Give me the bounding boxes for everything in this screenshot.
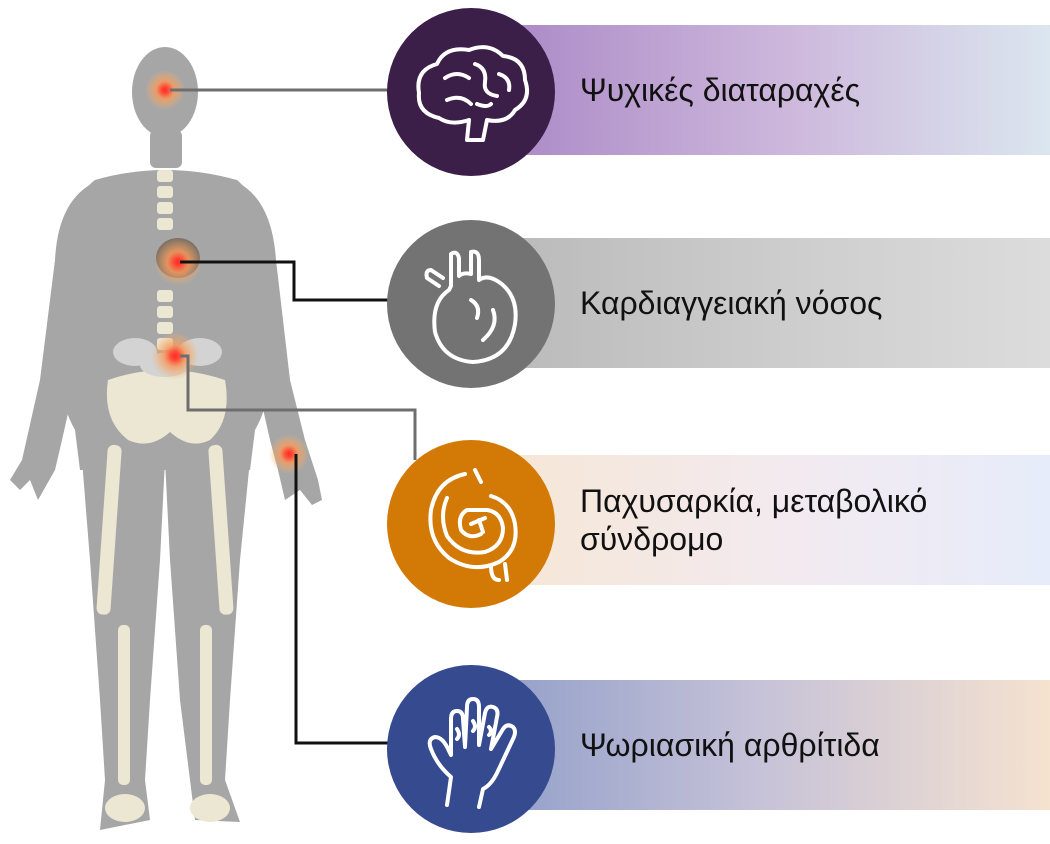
connector-abdomen — [180, 356, 415, 460]
connector-hand — [296, 454, 395, 743]
condition-band-mental: Ψυχικές διαταραχές — [470, 25, 1050, 155]
condition-label-obesity: Παχυσαρκία, μεταβολικό σύνδρομο — [580, 482, 927, 559]
condition-band-psoriatic-arthritis: Ψωριασική αρθρίτιδα — [470, 680, 1050, 810]
condition-band-obesity: Παχυσαρκία, μεταβολικό σύνδρομο — [470, 455, 1050, 585]
stomach-icon — [387, 440, 555, 608]
condition-label-mental: Ψυχικές διαταραχές — [580, 71, 860, 109]
heart-icon — [387, 220, 555, 388]
condition-label-cardiovascular: Καρδιαγγειακή νόσος — [580, 284, 882, 322]
condition-band-cardiovascular: Καρδιαγγειακή νόσος — [470, 238, 1050, 368]
hand-icon — [387, 665, 555, 833]
brain-icon — [387, 8, 555, 176]
connector-heart — [180, 262, 395, 300]
condition-label-psoriatic-arthritis: Ψωριασική αρθρίτιδα — [580, 726, 880, 764]
